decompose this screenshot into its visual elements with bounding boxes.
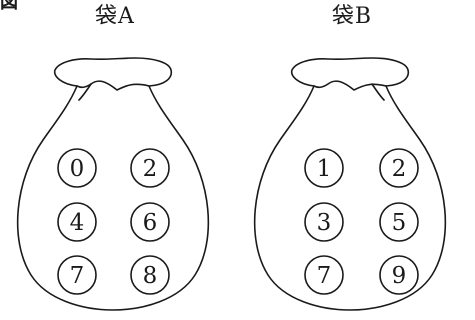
ball-number: 4	[70, 210, 85, 236]
ball-number: 1	[317, 156, 332, 182]
figure-label: 図	[0, 0, 18, 13]
ball-number: 7	[317, 263, 332, 289]
bag-b-ball: 7	[304, 255, 344, 295]
bag-a-ball: 8	[130, 255, 170, 295]
bag-a-mouth	[53, 57, 173, 91]
bag-a-body	[16, 85, 210, 311]
bag-b-ball: 3	[304, 202, 344, 242]
ball-number: 0	[70, 156, 85, 182]
bag-a	[16, 57, 210, 311]
bag-a-ball: 7	[57, 255, 97, 295]
ball-number: 7	[70, 263, 85, 289]
bag-a-title: 袋A	[95, 4, 135, 29]
bag-b-body	[253, 85, 447, 311]
bag-b-neck-fold	[371, 83, 385, 101]
ball-number: 6	[143, 210, 158, 236]
bag-a-ball: 2	[130, 148, 170, 188]
ball-number: 2	[143, 156, 158, 182]
ball-number: 3	[317, 210, 332, 236]
bag-b-ball: 2	[379, 148, 419, 188]
bag-a-ball: 4	[57, 202, 97, 242]
bag-b	[253, 57, 447, 311]
ball-number: 2	[392, 156, 407, 182]
bag-b-ball: 5	[379, 202, 419, 242]
bag-b-ball: 9	[379, 255, 419, 295]
bag-b-title: 袋B	[331, 4, 373, 29]
ball-number: 8	[143, 263, 158, 289]
bag-b-mouth	[290, 57, 410, 91]
bag-a-neck-fold	[78, 83, 92, 101]
bag-a-ball: 6	[130, 202, 170, 242]
bag-b-ball: 1	[304, 148, 344, 188]
ball-number: 9	[392, 263, 407, 289]
ball-number: 5	[392, 210, 407, 236]
bag-a-ball: 0	[57, 148, 97, 188]
